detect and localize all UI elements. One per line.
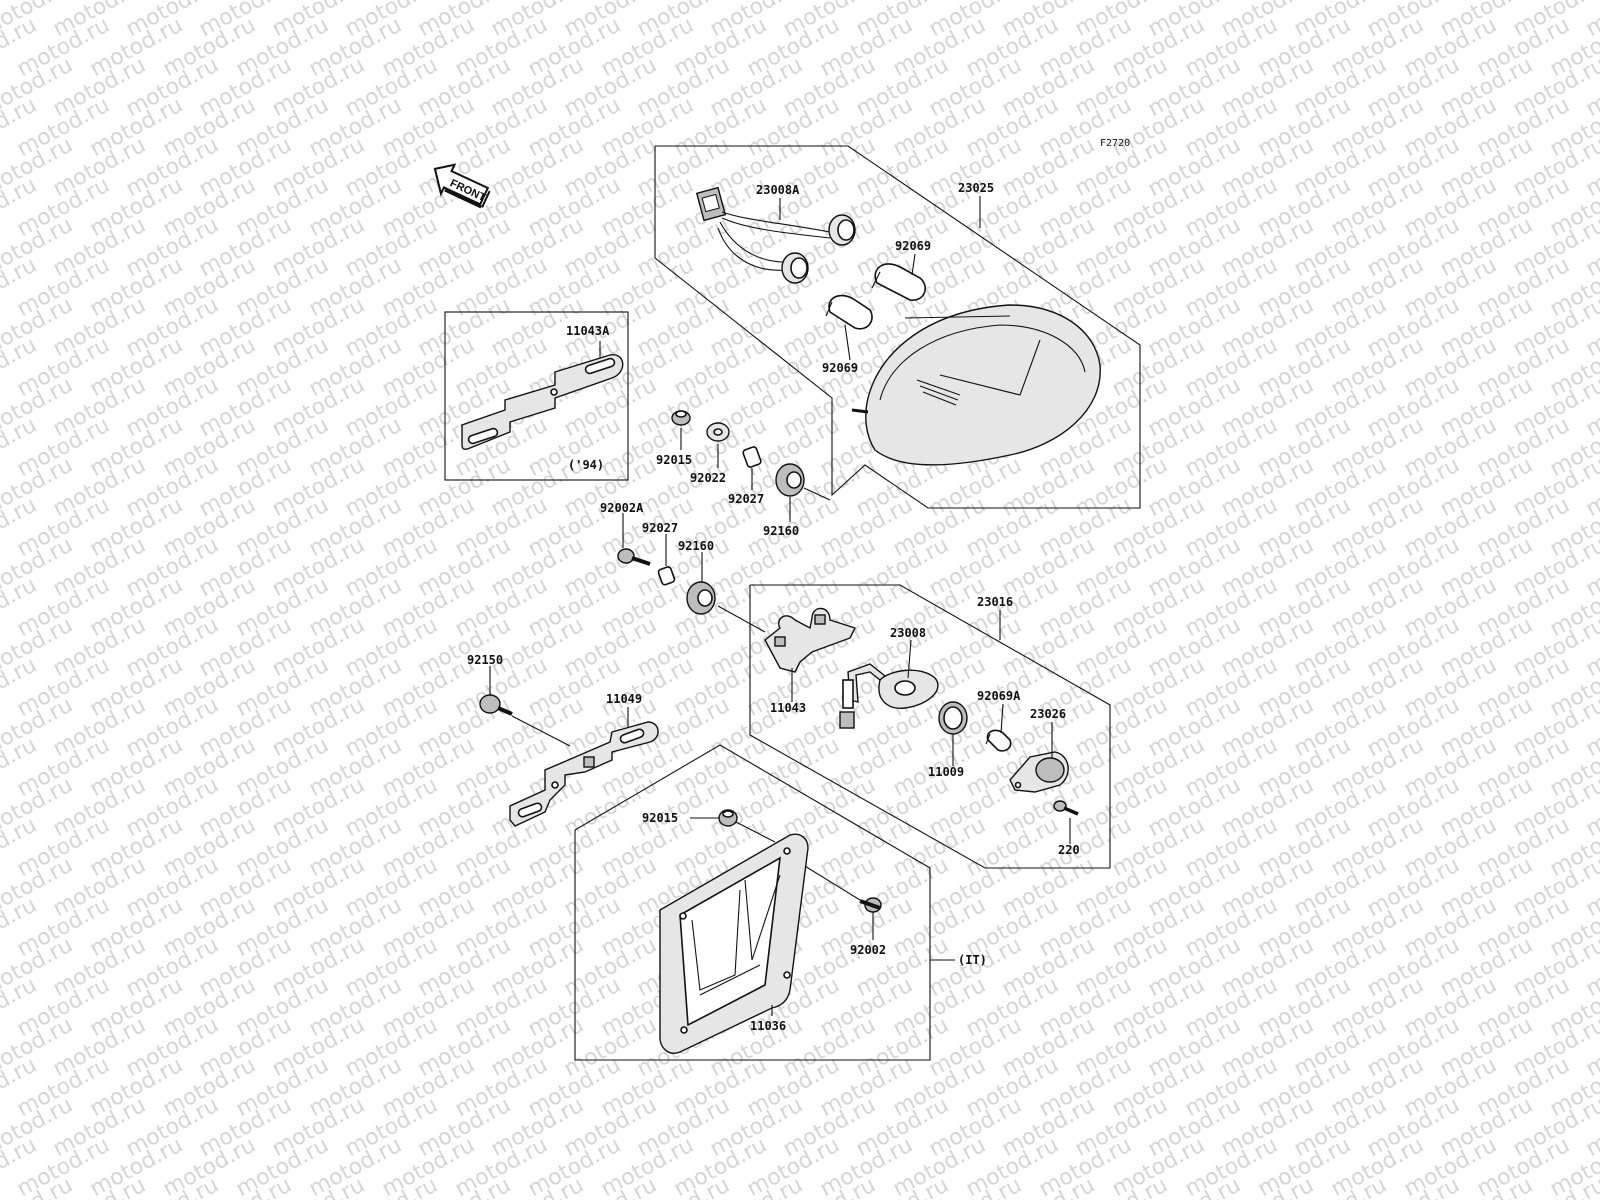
label-92027-lower: 92027 [642, 521, 678, 535]
label-23008: 23008 [890, 626, 926, 640]
label-11043A: 11043A [566, 324, 610, 338]
label-92015-upper: 92015 [656, 453, 692, 467]
label-year-94: ('94) [568, 458, 604, 472]
label-92069-upper: 92069 [895, 239, 931, 253]
assembly-box-23025 [654, 145, 1141, 509]
front-arrow-icon: FRONT [433, 163, 491, 209]
part-11043-bracket [764, 607, 856, 673]
label-92069A: 92069A [977, 689, 1021, 703]
label-11036: 11036 [750, 1019, 786, 1033]
figure-code: F2720 [1100, 138, 1130, 149]
label-92022: 92022 [690, 471, 726, 485]
part-92015-nut-upper [671, 410, 691, 426]
label-23025: 23025 [958, 181, 994, 195]
part-11049-bracket [509, 721, 659, 827]
part-92069-bulb-lower [825, 294, 873, 330]
assembly-box-23016 [749, 584, 1111, 869]
part-23008A-harness [695, 186, 856, 284]
part-23008-socket [839, 663, 939, 729]
label-92069-lower: 92069 [822, 361, 858, 375]
part-92015-nut-lower [718, 809, 738, 827]
part-23025-taillight-lens [851, 304, 1101, 466]
label-23026: 23026 [1030, 707, 1066, 721]
label-220: 220 [1058, 843, 1080, 857]
label-11009: 11009 [928, 765, 964, 779]
part-92069-bulb-upper [871, 263, 926, 301]
part-92069A-bulb [985, 729, 1012, 752]
label-23016: 23016 [977, 595, 1013, 609]
variant-box-it [574, 744, 931, 1061]
leader-lines [489, 196, 1071, 1016]
label-92160-upper: 92160 [763, 524, 799, 538]
part-92027-collar-upper [742, 446, 762, 468]
label-italy: (IT) [958, 953, 987, 967]
part-220-screw [1053, 800, 1079, 816]
label-11049: 11049 [606, 692, 642, 706]
part-92027-collar-lower [657, 566, 676, 586]
part-92160-grommet-lower [686, 581, 716, 615]
part-92022-washer [706, 422, 730, 442]
part-23026-lens-cover [1009, 751, 1069, 793]
part-11036-plate-holder [659, 833, 809, 1054]
part-92002-bolt [859, 897, 882, 913]
label-92150: 92150 [467, 653, 503, 667]
part-labels: 23008A 23025 92069 92069 11043A ('94) 92… [467, 181, 1080, 1033]
label-92160-lower: 92160 [678, 539, 714, 553]
part-92150-bolt [479, 694, 513, 716]
variant-box-94 [444, 311, 629, 481]
part-92160-grommet-upper [775, 463, 805, 497]
label-92027-upper: 92027 [728, 492, 764, 506]
label-11043: 11043 [770, 701, 806, 715]
label-23008A: 23008A [756, 183, 800, 197]
label-92002: 92002 [850, 943, 886, 957]
label-92015-lower: 92015 [642, 811, 678, 825]
part-11009-gasket [938, 701, 968, 735]
label-92002A: 92002A [600, 501, 644, 515]
part-92002A-bolt [617, 548, 651, 566]
